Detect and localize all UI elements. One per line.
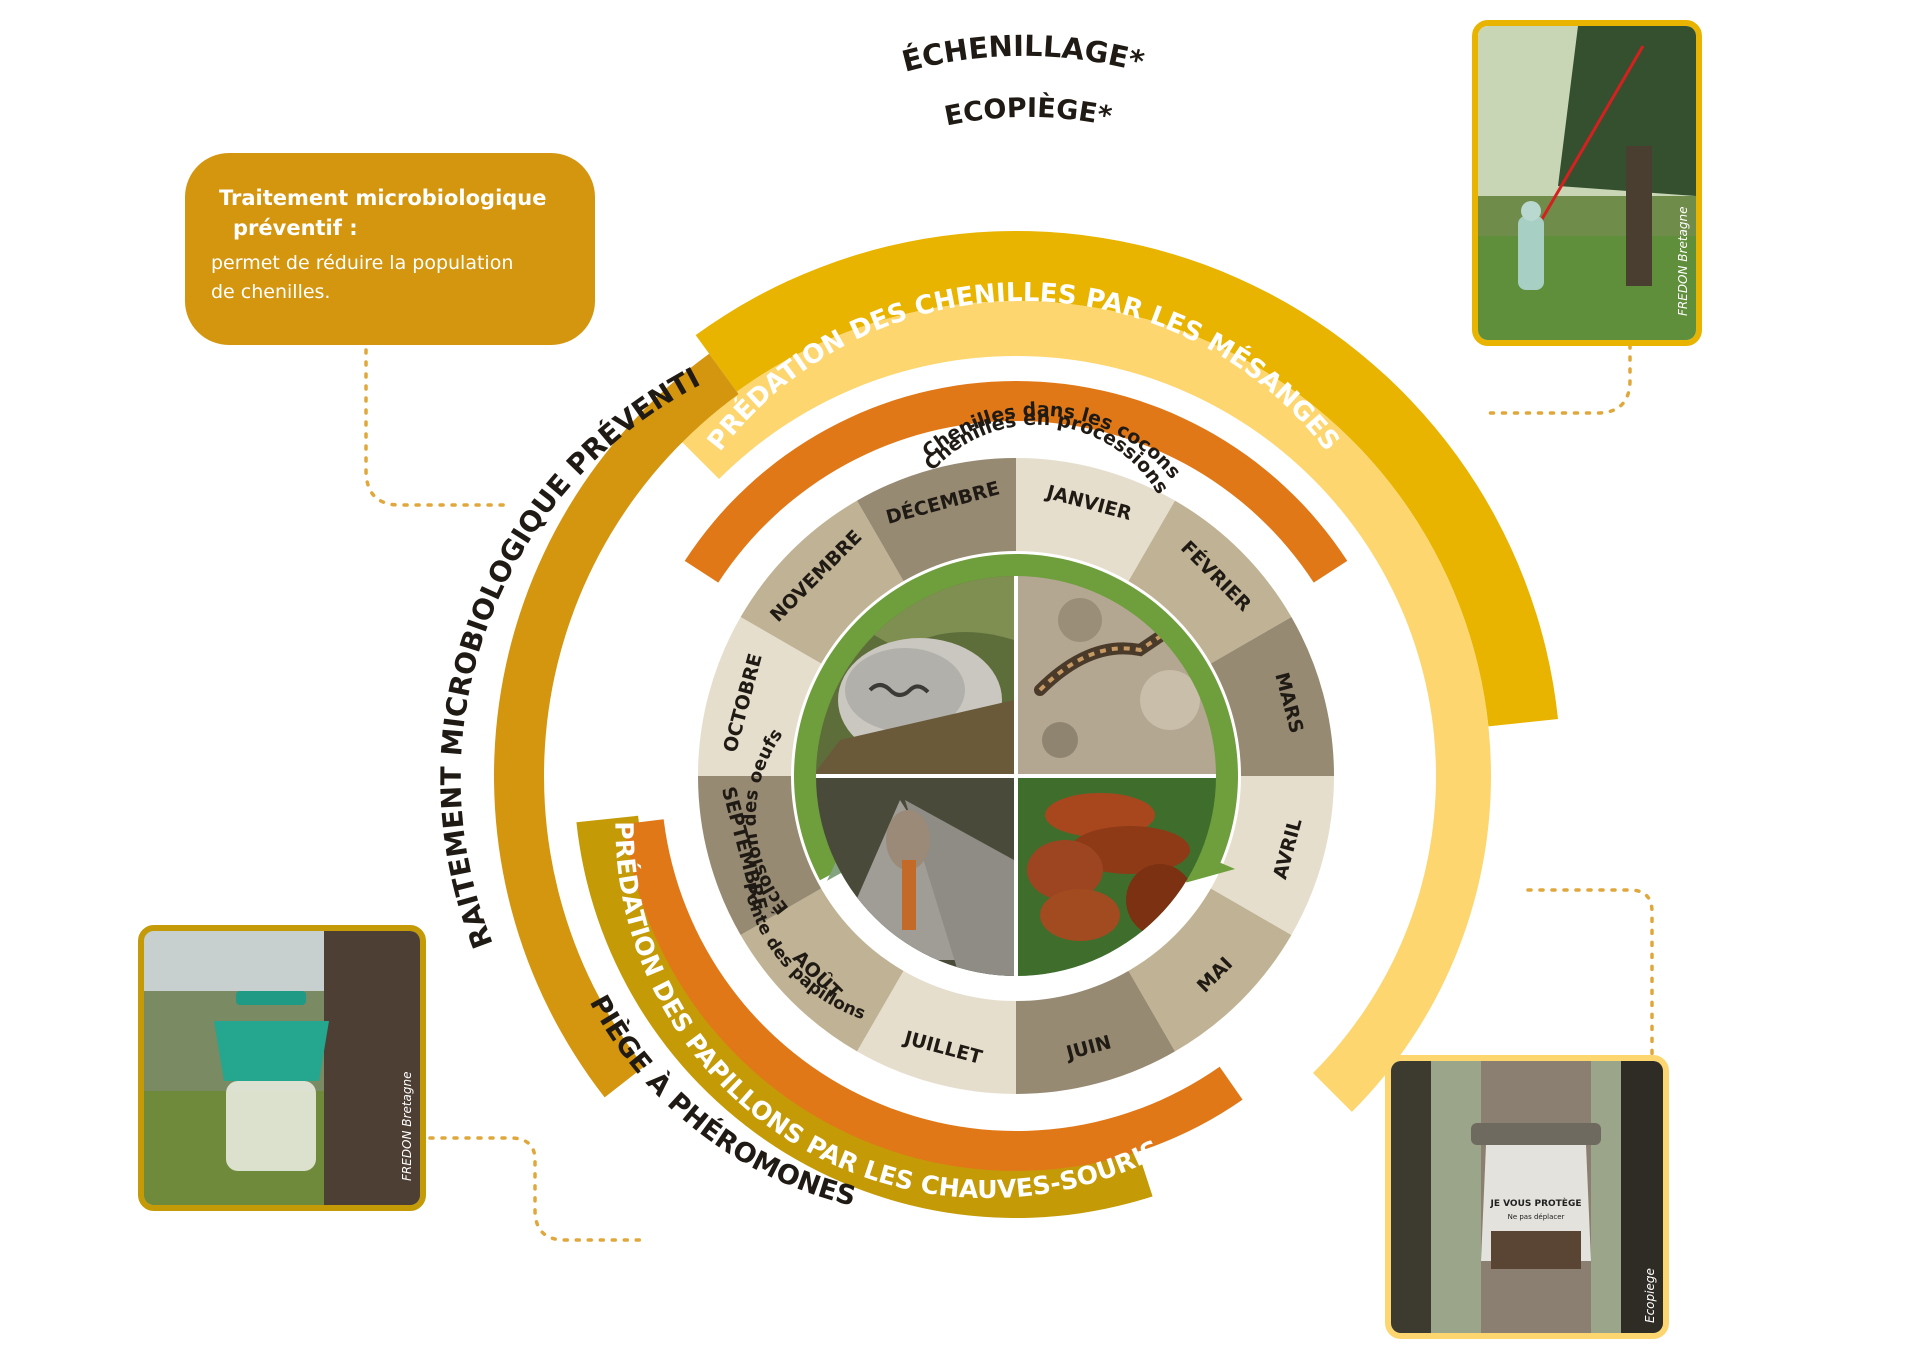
month-segment [698,617,822,776]
ring-ecopiege [680,300,1492,1112]
photo-echenillage: FREDON Bretagne [1472,20,1702,346]
photo-piege-pheromones: FREDON Bretagne [138,925,426,1211]
connector-bottom-left-photo [428,1136,642,1242]
ring-predation-mesanges [684,380,1348,583]
connector-bottom-right-photo [1526,888,1654,1057]
svg-text:ÉCHENILLAGE*: ÉCHENILLAGE* [899,29,1148,79]
month-segment [857,970,1016,1094]
photo-ecopiege: JE VOUS PROTÈGE Ne pas déplacer Ecopiege [1385,1055,1669,1339]
month-ring: JANVIERFÉVRIERMARSAVRILMAIJUINJUILLETAOÛ… [698,458,1334,1094]
ecopiege-label-line2: Ne pas déplacer [1508,1213,1565,1221]
credit-bottom-right: Ecopiege [1643,1268,1657,1323]
svg-text:ECOPIÈGE*: ECOPIÈGE* [942,92,1114,133]
ring-echenillage [695,231,1559,727]
info-box-title-line1: Traitement microbiologique [219,186,547,210]
connector-info-box [364,348,507,507]
ring-predation-chauves-souris [623,819,1243,1172]
month-segment [698,776,822,935]
month-segment [740,888,904,1052]
month-segment [1016,970,1175,1094]
ring-traitement [494,353,739,1098]
info-box-text-line1: permet de réduire la population [211,252,514,274]
month-segment [1210,776,1334,935]
label-ecopiege: ECOPIÈGE* [942,92,1114,133]
ecopiege-label-line1: JE VOUS PROTÈGE [1489,1197,1581,1209]
month-segment [1016,458,1175,582]
month-segment [1128,500,1292,664]
connector-top-right-photo [1480,343,1632,415]
info-box-text-line2: de chenilles. [211,281,331,303]
rings [494,231,1559,1218]
label-echenillage: ÉCHENILLAGE* [899,29,1148,79]
month-segment [1128,888,1292,1052]
info-box-title-line2: préventif : [233,216,358,240]
month-segment [857,458,1016,582]
info-box-title: Traitement microbiologique préventif : [211,183,569,243]
month-segment [740,500,904,664]
info-box-traitement: Traitement microbiologique préventif : p… [185,153,595,345]
center-photos [816,576,1216,976]
credit-bottom-left: FREDON Bretagne [400,1071,414,1181]
credit-top-right: FREDON Bretagne [1676,206,1690,316]
month-segment [1210,617,1334,776]
info-box-text: permet de réduire la population de cheni… [211,249,569,307]
dotted-connectors [364,343,1654,1242]
photo-chrysalis [1018,778,1216,976]
